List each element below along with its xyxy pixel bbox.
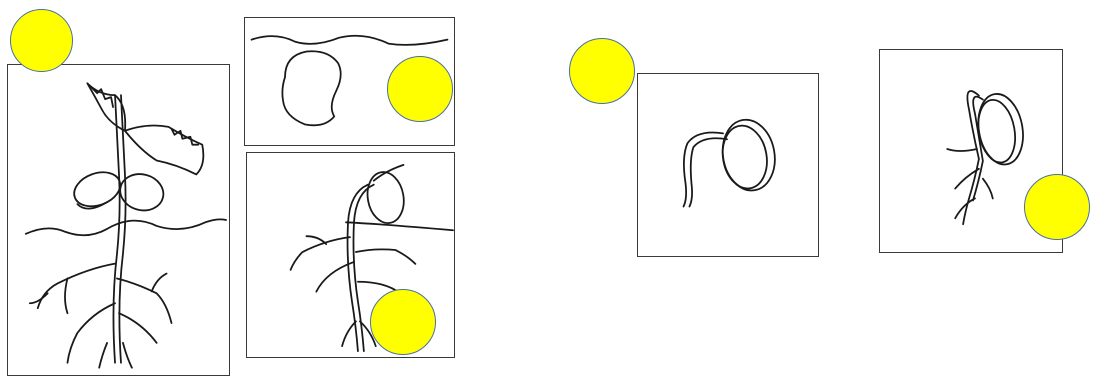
marker-circle[interactable] [1024, 174, 1090, 240]
marker-circle[interactable] [387, 56, 453, 122]
panel-germinating-seed [637, 73, 819, 257]
marker-circle[interactable] [370, 289, 436, 355]
young-plant-drawing [8, 65, 229, 375]
marker-circle[interactable] [10, 9, 73, 72]
germinating-seed-drawing [638, 74, 818, 256]
marker-circle[interactable] [569, 38, 635, 104]
panel-young-plant [7, 64, 230, 376]
